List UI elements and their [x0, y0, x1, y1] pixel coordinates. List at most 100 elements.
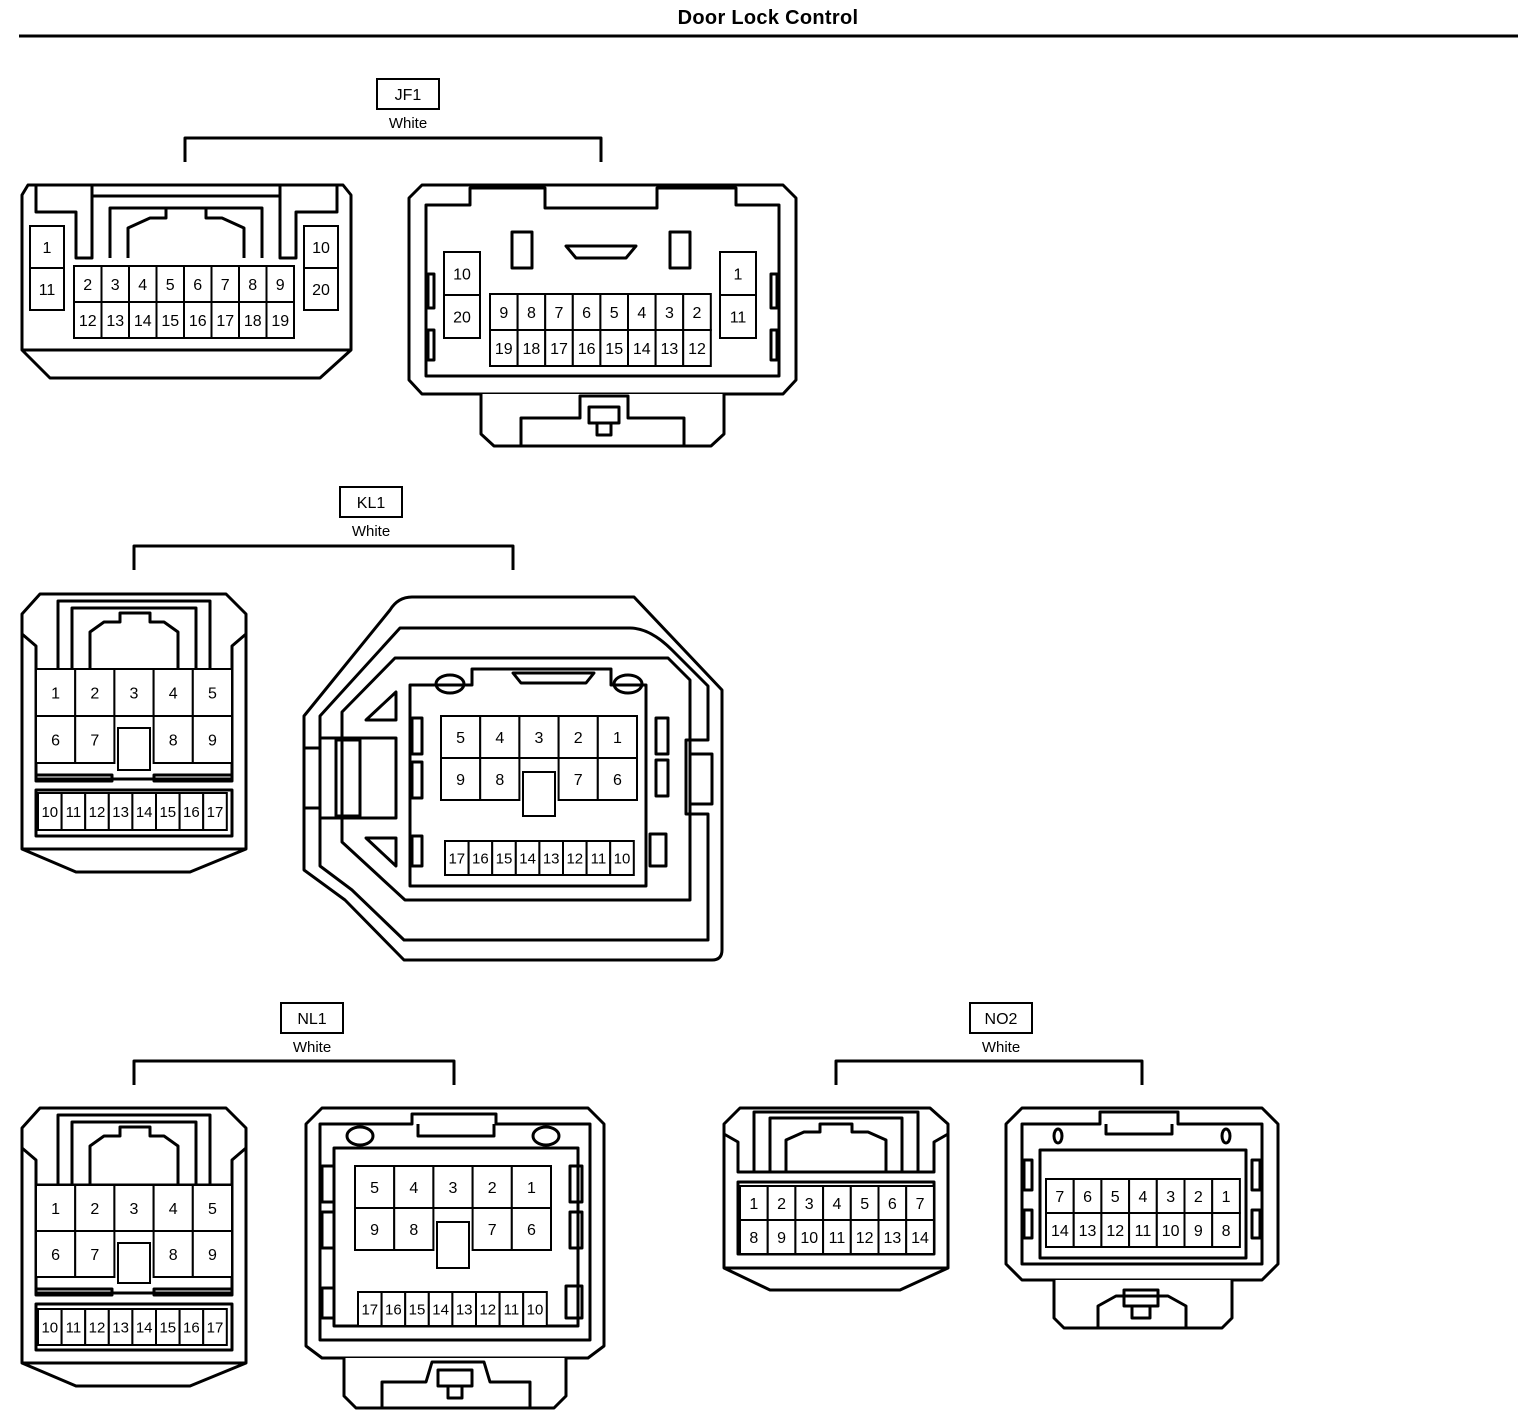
kl1-male-pin-label: 7: [90, 732, 99, 749]
no2-male-lock-inner: [768, 1116, 904, 1172]
nl1-male-latch: [88, 1125, 180, 1185]
connector-bracket: [834, 1059, 1144, 1085]
connector-bracket: [132, 544, 515, 570]
no2-male-pin-cell: [905, 1219, 935, 1255]
kl1-male-pin-label: 2: [90, 685, 99, 702]
kl1-female-pin-label: 1: [613, 730, 622, 747]
kl1-female-pin-area: [408, 667, 648, 888]
kl1-female-small-pin-label: 14: [519, 850, 536, 867]
jf1-female-slot-left: [510, 230, 534, 270]
jf1-female-pin-label: 19: [495, 341, 513, 358]
jf1-female-pin-label: 16: [578, 341, 596, 358]
no2-female-pin-label: 9: [1194, 1223, 1203, 1240]
no2-female-pin-label: 4: [1138, 1189, 1147, 1206]
kl1-male-lock-frame: [56, 599, 212, 671]
no2-female-inner: [1020, 1110, 1264, 1266]
no2-male-pin-cell: [766, 1219, 797, 1255]
kl1-female-pin-cell: [440, 715, 482, 759]
nl1-male-small-pin-label: 12: [89, 1319, 106, 1336]
nl1-female-small-pin-label: 10: [527, 1301, 544, 1318]
no2-male-pin-label: 2: [777, 1196, 786, 1213]
no2-female-hole-left: [1052, 1127, 1064, 1145]
jf1-female-rib-left-1: [426, 272, 436, 310]
connector-label-box: [969, 1002, 1033, 1034]
jf1-female-key: [564, 244, 638, 260]
kl1-male-small-pin-label: 15: [159, 804, 176, 821]
kl1-male-pin-cell: [191, 715, 234, 764]
nl1-female-rib-r2: [568, 1210, 584, 1250]
no2-male-pin-label: 13: [883, 1230, 901, 1247]
nl1-male-pin-label: 5: [208, 1201, 217, 1218]
nl1-female-pin-label: 2: [488, 1180, 497, 1197]
jf1-female-inner: [424, 186, 781, 378]
no2-female-pin-label: 6: [1083, 1189, 1092, 1206]
jf1-male-pin-cell: [183, 265, 213, 303]
nl1-female-rib-r1: [568, 1164, 584, 1204]
connector-color: White: [293, 1039, 331, 1056]
nl1-male-bar-right: [152, 1287, 234, 1297]
no2-male-shoulder: [723, 1132, 949, 1174]
jf1-male-lock-frame: [90, 194, 282, 258]
jf1-female-lock-tab: [479, 394, 726, 448]
jf1-female-pin-cell: [599, 329, 630, 367]
jf1-female-lock-nub: [595, 421, 613, 437]
nl1-female-small-pin-label: 16: [385, 1301, 402, 1318]
jf1-female-pin-cell: [516, 329, 547, 367]
kl1-female-pin-cell: [518, 715, 560, 759]
jf1-female-slot-right: [668, 230, 692, 270]
jf1-female-side-pin-cell: [719, 294, 757, 339]
jf1-male-pin-cell: [183, 301, 213, 339]
nl1-male-pin-label: 8: [169, 1247, 178, 1264]
kl1-female-rib-l1: [410, 716, 424, 756]
nl1-female-pin-cell: [471, 1207, 513, 1251]
kl1-female-tri-top: [364, 690, 398, 722]
page-title: Door Lock Control: [677, 7, 859, 29]
kl1-male-pin-label: 4: [169, 685, 178, 702]
nl1-male-pin-label: 2: [90, 1201, 99, 1218]
jf1-male-pin-label: 4: [138, 277, 147, 294]
no2-male-latch: [784, 1122, 888, 1172]
kl1-female-pin-cell: [479, 757, 521, 801]
kl1-male-small-frame: [34, 788, 234, 838]
kl1-male-small-pin-label: 13: [112, 804, 129, 821]
jf1-female-pin-label: 3: [665, 305, 674, 322]
nl1-male-small-pin-label: 15: [159, 1319, 176, 1336]
kl1-male-lock-inner: [70, 606, 198, 671]
kl1-female-pin-cell: [596, 757, 638, 801]
connector-label-box: [376, 78, 440, 110]
no2-female-rib-r2: [1250, 1208, 1262, 1240]
jf1-female-pin-label: 17: [550, 341, 568, 358]
no2-male-pin-label: 5: [860, 1196, 869, 1213]
nl1-male-bar-left: [34, 1287, 114, 1297]
nl1-male-lock-frame: [56, 1113, 212, 1185]
kl1-male-small-pin-label: 11: [66, 804, 82, 821]
kl1-female-pin-cell: [557, 757, 599, 801]
nl1-female-small-pin-label: 15: [409, 1301, 426, 1318]
no2-female-lock-nub: [1130, 1304, 1152, 1320]
jf1-male-pin-cell: [100, 301, 130, 339]
jf1-male-pin-cell: [265, 301, 295, 339]
jf1-female-pin-label: 7: [555, 305, 564, 322]
nl1-female-inner: [318, 1112, 592, 1342]
kl1-female-small-pin-cell: [609, 840, 635, 876]
nl1-male-small-pin-label: 10: [41, 1319, 58, 1336]
kl1-male-pin-cell: [74, 668, 116, 717]
kl1-male-pin-label: 3: [130, 685, 139, 702]
nl1-male-pin-cell: [113, 1184, 155, 1232]
jf1-female-pin-cell: [489, 329, 519, 367]
jf1-female-rib-right-1: [769, 272, 779, 310]
nl1-female-rib-l3: [320, 1286, 336, 1320]
jf1-male-side-pin-cell: [303, 267, 339, 311]
jf1-male-pin-label: 15: [161, 313, 179, 330]
kl1-male-pin-label: 8: [169, 732, 178, 749]
kl1-male-blank-cavity: [117, 727, 151, 771]
connector-color: White: [352, 523, 390, 540]
jf1-female-pin-label: 8: [527, 305, 536, 322]
no2-male-pin-label: 8: [749, 1230, 758, 1247]
no2-male-pin-label: 12: [856, 1230, 874, 1247]
jf1-male-side-pin-cell: [29, 225, 65, 269]
connector-label-box: [339, 486, 403, 518]
kl1-female-pin-label: 6: [613, 772, 622, 789]
jf1-female-pin-label: 13: [661, 341, 679, 358]
kl1-male-pin-label: 6: [51, 732, 60, 749]
